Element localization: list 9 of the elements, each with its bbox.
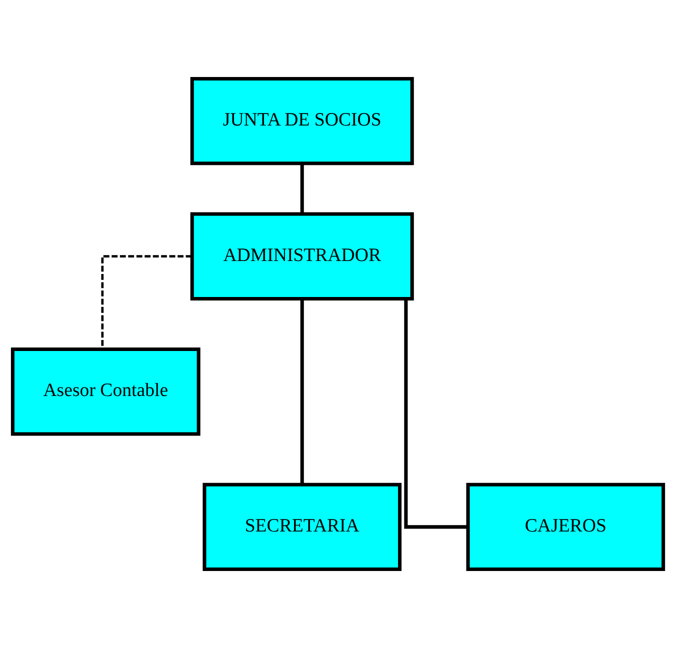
node-box: ADMINISTRADOR: [190, 212, 414, 300]
node-box: Asesor Contable: [10, 348, 200, 436]
connector: [300, 298, 304, 484]
node-box: CAJEROS: [466, 482, 666, 572]
connector: [300, 164, 304, 214]
node-box: JUNTA DE SOCIOS: [190, 76, 414, 166]
connector: [404, 298, 468, 529]
connector: [101, 255, 192, 350]
node-box: SECRETARIA: [202, 482, 402, 572]
